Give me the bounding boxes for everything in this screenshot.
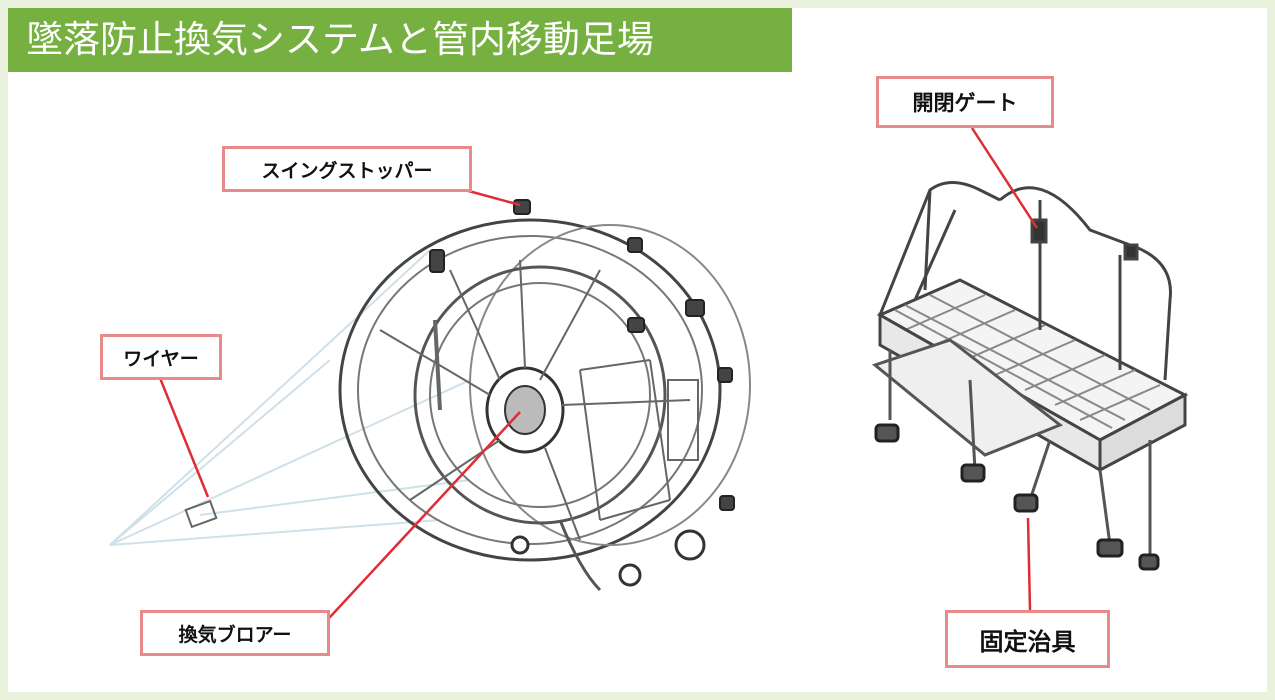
scaffold-drawing xyxy=(871,181,1189,571)
label-swing-stopper: スイングストッパー xyxy=(222,146,472,192)
ventilation-system-drawing xyxy=(109,199,751,592)
diagram-title: 墜落防止換気システムと管内移動足場 xyxy=(8,8,792,72)
back-ring xyxy=(469,224,751,546)
leader-swing-stopper xyxy=(464,188,521,207)
scaffold-casters xyxy=(874,423,1160,571)
scaffold-legs xyxy=(888,350,1152,560)
outer-ring-inner xyxy=(357,235,703,545)
handrails xyxy=(878,181,1172,381)
wire-anchor xyxy=(184,499,218,529)
ring-rollers xyxy=(429,199,735,511)
label-fixture: 固定治具 xyxy=(945,610,1110,668)
middle-ring xyxy=(413,265,667,525)
deck-perforations xyxy=(894,294,1161,429)
label-wire: ワイヤー xyxy=(100,334,222,380)
label-blower: 換気ブロアー xyxy=(140,610,330,656)
outer-ring xyxy=(338,218,722,562)
leader-fixture xyxy=(1026,517,1032,611)
leader-wire xyxy=(158,377,210,498)
label-gate: 開閉ゲート xyxy=(876,76,1054,128)
side-frame xyxy=(433,319,699,521)
leader-gate xyxy=(970,127,1039,229)
leader-lines xyxy=(158,127,1039,631)
ring-wheels xyxy=(510,529,706,587)
front-step xyxy=(871,338,1063,457)
wire-lines xyxy=(109,249,471,546)
leader-blower xyxy=(317,411,521,631)
